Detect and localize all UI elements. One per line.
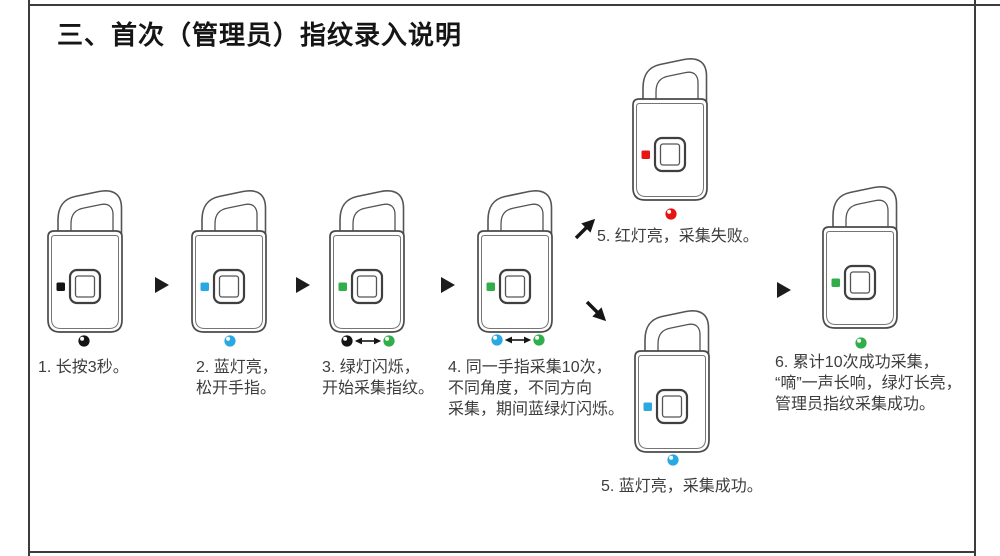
padlock-icon xyxy=(330,191,404,332)
step6-label: 6. 累计10次成功采集， “嘀”一声长响，绿灯长亮， 管理员指纹采集成功。 xyxy=(775,354,962,413)
step2-label: 2. 蓝灯亮， 松开手指。 xyxy=(196,359,278,397)
led-dot-icon xyxy=(78,335,90,347)
status-led-dot-step6 xyxy=(855,337,867,349)
next-arrow-icon xyxy=(296,277,310,293)
led-dot-icon xyxy=(341,335,353,347)
led-dot-icon xyxy=(855,337,867,349)
led-dot-icon xyxy=(667,454,679,466)
step3-label: 3. 绿灯闪烁， 开始采集指纹。 xyxy=(322,359,435,397)
status-led-dot-step5-fail xyxy=(665,208,677,220)
padlock-icon xyxy=(633,59,707,200)
next-arrow-icon xyxy=(441,277,455,293)
padlock-icon xyxy=(48,191,122,332)
step4-label: 4. 同一手指采集10次， 不同角度，不同方向 采集，期间蓝绿灯闪烁。 xyxy=(448,359,625,418)
led-blink-sequence-step4 xyxy=(491,334,545,346)
padlock-icon xyxy=(635,311,709,452)
branch-arrow-down-icon xyxy=(585,300,607,322)
padlock-step5-fail-illustration xyxy=(629,54,713,204)
status-led-dot-step1 xyxy=(78,335,90,347)
swap-arrow-icon xyxy=(354,337,382,345)
padlock-step6-illustration xyxy=(819,182,903,332)
next-arrow-icon xyxy=(777,282,791,298)
step5-fail-label: 5. 红灯亮，采集失败。 xyxy=(597,228,759,245)
swap-arrow-icon xyxy=(504,336,532,344)
triangle-icon xyxy=(441,277,455,293)
led-dot-icon xyxy=(491,334,503,346)
status-led-dot-step2 xyxy=(224,335,236,347)
padlock-icon xyxy=(823,187,897,328)
led-dot-icon xyxy=(224,335,236,347)
padlock-step3-illustration xyxy=(326,186,410,336)
padlock-step5-success-illustration xyxy=(631,306,715,456)
frame-border-top xyxy=(28,4,1000,6)
led-dot-icon xyxy=(383,335,395,347)
step5-success-label: 5. 蓝灯亮，采集成功。 xyxy=(601,478,763,495)
frame-border-bottom xyxy=(28,551,975,553)
page-title: 三、首次（管理员）指纹录入说明 xyxy=(57,20,463,50)
frame-border-left xyxy=(28,0,30,556)
next-arrow-icon xyxy=(155,277,169,293)
frame-border-right xyxy=(974,0,976,556)
triangle-icon xyxy=(296,277,310,293)
status-led-dot-step5-success xyxy=(667,454,679,466)
padlock-step1-illustration xyxy=(44,186,128,336)
led-blink-sequence-step3 xyxy=(341,335,395,347)
triangle-icon xyxy=(777,282,791,298)
branch-arrow-up-icon xyxy=(574,218,596,240)
triangle-icon xyxy=(155,277,169,293)
step1-label: 1. 长按3秒。 xyxy=(38,359,129,376)
padlock-step2-illustration xyxy=(188,186,272,336)
led-dot-icon xyxy=(533,334,545,346)
padlock-icon xyxy=(192,191,266,332)
padlock-icon xyxy=(478,191,552,332)
led-dot-icon xyxy=(665,208,677,220)
padlock-step4-illustration xyxy=(474,186,558,336)
